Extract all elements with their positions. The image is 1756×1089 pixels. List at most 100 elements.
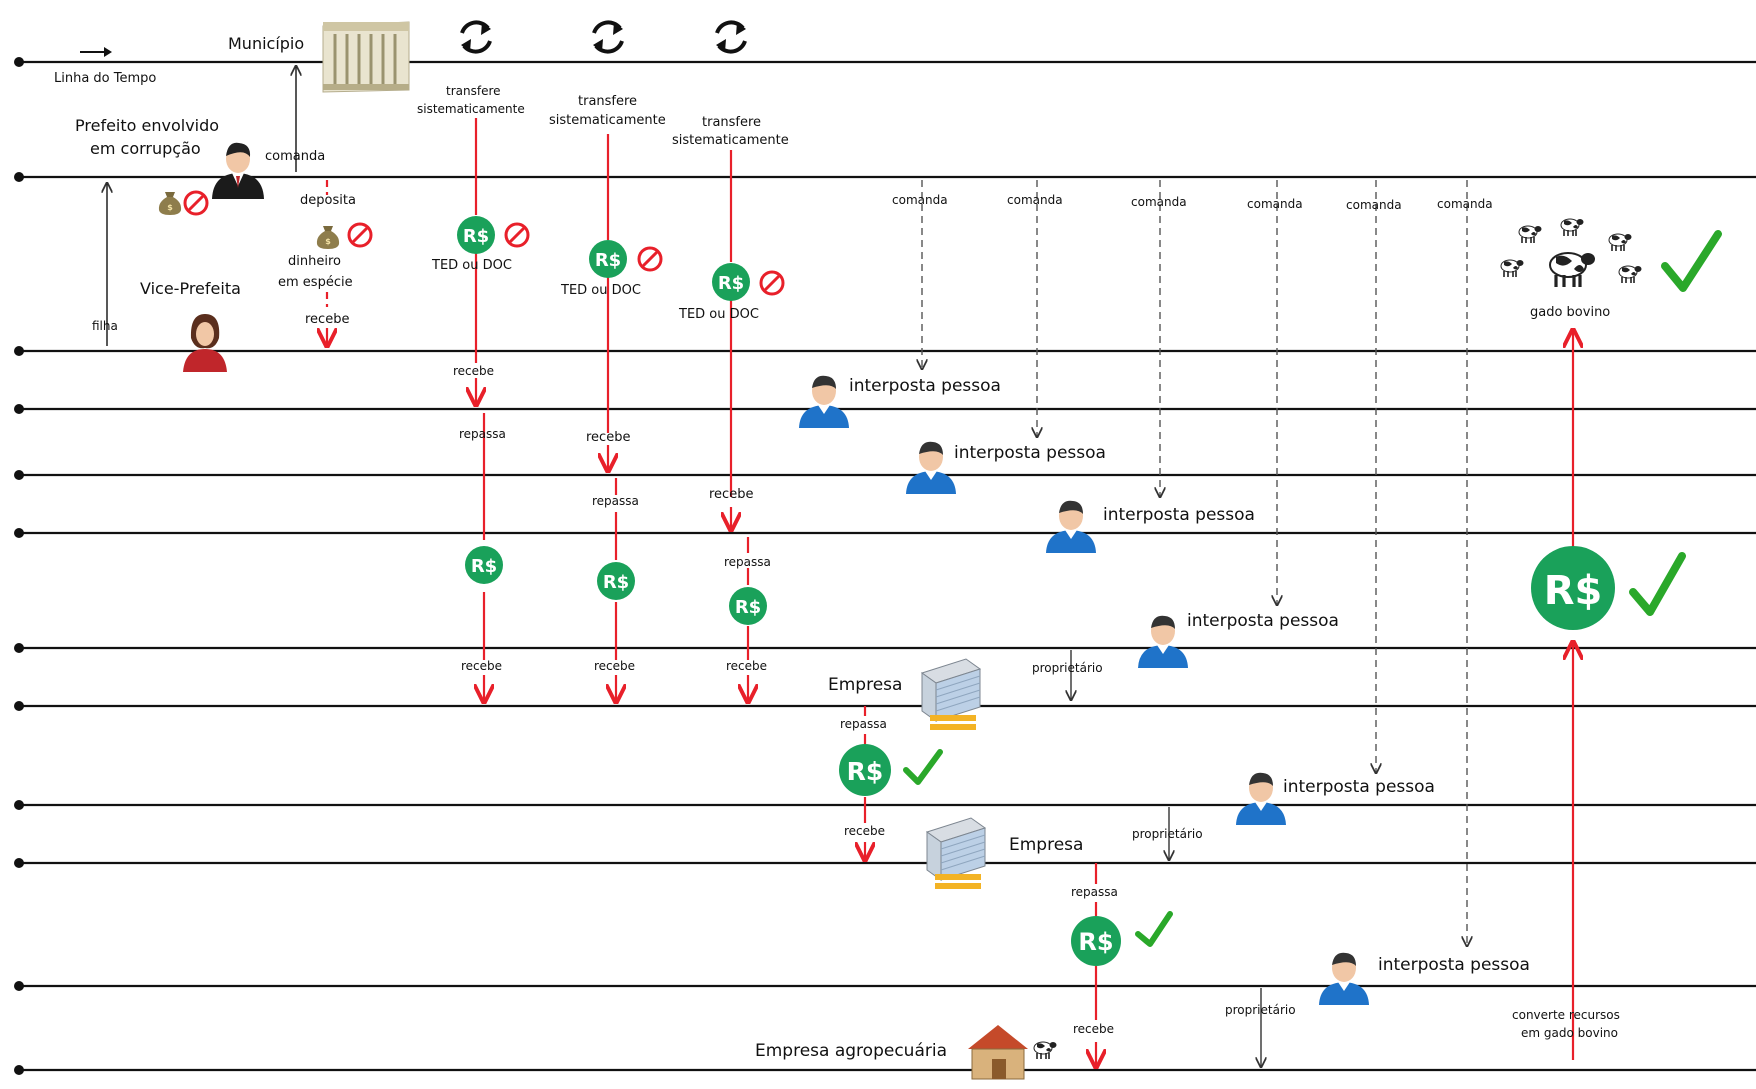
svg-text:R$: R$ (1544, 568, 1603, 614)
money-icon: R$ (465, 546, 503, 584)
interposta-label-5: interposta pessoa (1283, 777, 1435, 797)
prohibited-icon (759, 270, 785, 296)
money-icon: R$ (589, 240, 627, 278)
svg-text:R$: R$ (595, 250, 621, 271)
money-icon: R$ (712, 263, 750, 301)
comanda-label-3: comanda (1131, 195, 1187, 209)
interposta-label-1: interposta pessoa (849, 376, 1001, 396)
gado-label: gado bovino (1530, 305, 1610, 320)
transfere-label-2b: sistematicamente (549, 113, 666, 128)
prefeito-label-line2: em corrupção (90, 139, 201, 158)
ted-label-1: TED ou DOC (431, 258, 512, 273)
person-icon (1236, 772, 1286, 825)
person-icon (799, 375, 849, 428)
timeline-label: Linha do Tempo (54, 71, 156, 86)
money-icon: R$ (729, 587, 767, 625)
arrow-right-icon (80, 47, 112, 57)
recebe-empresa1-label: recebe (844, 824, 885, 838)
person-icon (906, 441, 956, 494)
person-icon (1046, 500, 1096, 553)
cow-icon (1518, 225, 1543, 244)
prohibited-icon (637, 246, 663, 272)
comanda-label-4: comanda (1247, 197, 1303, 211)
check-icon (903, 749, 943, 785)
interposta-label-4: interposta pessoa (1187, 611, 1339, 631)
converte-label-line1: converte recursos (1512, 1008, 1620, 1022)
money-icon: R$ (597, 562, 635, 600)
repassa-empresa2-label: repassa (1071, 885, 1118, 899)
cycle-icon (591, 20, 625, 54)
person-icon (1138, 615, 1188, 668)
flow-2-lines (606, 134, 618, 660)
prohibited-icon (183, 190, 209, 216)
comanda-municipio-label: comanda (265, 149, 325, 164)
flow-3-lines (729, 150, 750, 660)
comanda-label-6: comanda (1437, 197, 1493, 211)
cow-herd (1500, 218, 1643, 289)
timeline-start-dots (14, 57, 24, 1075)
city-hall-icon (322, 21, 410, 93)
interposta-label-2: interposta pessoa (954, 443, 1106, 463)
empresa-2-label: Empresa (1009, 835, 1083, 855)
filha-label: filha (92, 319, 118, 333)
proprietario-2-label: proprietário (1132, 827, 1203, 841)
transfere-label-1b: sistematicamente (417, 102, 525, 116)
money-bag-icon (158, 192, 182, 215)
recebe-1b-label: recebe (461, 659, 502, 673)
prohibited-icon (504, 222, 530, 248)
dinheiro-label-line2: em espécie (278, 275, 353, 290)
vice-person-icon (183, 314, 227, 372)
repassa-3-label: repassa (724, 555, 771, 569)
cow-icon (1608, 233, 1633, 252)
recebe-3-label: recebe (709, 487, 753, 502)
svg-text:R$: R$ (735, 597, 761, 618)
repassa-1-label: repassa (459, 427, 506, 441)
cow-icon (1548, 251, 1597, 289)
money-icon: R$ (1531, 546, 1615, 630)
repassa-2-label: repassa (592, 494, 639, 508)
transfere-label-2a: transfere (578, 94, 637, 109)
money-bag-icon (316, 226, 340, 249)
comanda-label-5: comanda (1346, 198, 1402, 212)
proprietario-1-label: proprietário (1032, 661, 1103, 675)
empresa-1-label: Empresa (828, 675, 902, 695)
check-icon (1135, 911, 1173, 947)
check-icon (1661, 230, 1722, 292)
svg-text:R$: R$ (847, 757, 884, 786)
repassa-empresa1-label: repassa (840, 717, 887, 731)
recebe-3b-label: recebe (726, 659, 767, 673)
comanda-dashed-arrows (922, 180, 1467, 946)
dinheiro-label-line1: dinheiro (288, 254, 341, 269)
cycle-icon (714, 20, 748, 54)
recebe-2b-label: recebe (594, 659, 635, 673)
cycle-icon (459, 20, 493, 54)
deposita-label: deposita (300, 193, 356, 208)
svg-text:R$: R$ (463, 226, 489, 247)
recebe-2-label: recebe (586, 430, 630, 445)
ted-label-3: TED ou DOC (678, 307, 759, 322)
person-icon (1319, 952, 1369, 1005)
timelines (19, 60, 1756, 1072)
ted-label-2: TED ou DOC (560, 283, 641, 298)
cow-icon (1033, 1041, 1058, 1060)
interposta-label-3: interposta pessoa (1103, 505, 1255, 525)
converte-label-line2: em gado bovino (1521, 1026, 1618, 1040)
cow-icon (1618, 265, 1643, 284)
flow-1-lines (474, 118, 486, 660)
recebe-1-label: recebe (453, 364, 494, 378)
comanda-label-1: comanda (892, 193, 948, 207)
svg-text:R$: R$ (718, 273, 744, 294)
farm-icon (968, 1025, 1028, 1080)
building-icon (921, 658, 981, 731)
cow-icon (1560, 218, 1585, 237)
municipio-label: Município (228, 34, 304, 53)
money-icon: R$ (457, 216, 495, 254)
transfere-label-3b: sistematicamente (672, 133, 789, 148)
cow-icon (1500, 259, 1525, 278)
money-icon: R$ (839, 744, 891, 796)
svg-text:R$: R$ (603, 572, 629, 593)
recebe-vice-label: recebe (305, 312, 349, 327)
prefeito-label-line1: Prefeito envolvido (75, 116, 219, 135)
svg-text:R$: R$ (1078, 928, 1113, 956)
